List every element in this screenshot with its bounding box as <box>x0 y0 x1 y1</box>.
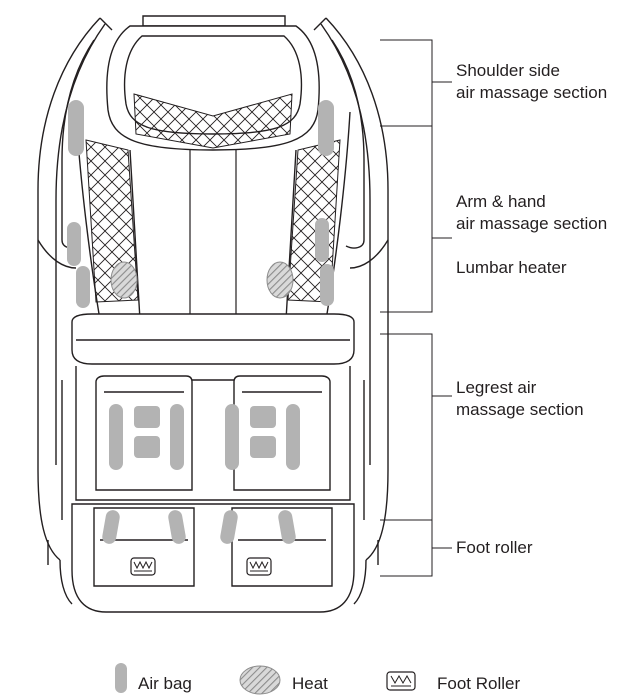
foot-roller-icon <box>386 671 416 691</box>
label-lumbar-heater: Lumbar heater <box>456 257 567 279</box>
air-bag-arm-left-lower <box>76 266 90 308</box>
lumbar-heat-zones <box>110 261 294 299</box>
air-bag-leg-2 <box>170 404 184 470</box>
backrest-mesh-right <box>287 139 341 303</box>
section-brackets <box>380 39 452 577</box>
legend-icons <box>115 663 416 695</box>
headrest-mesh <box>133 93 293 149</box>
bracket-upper <box>380 39 433 313</box>
label-arm-section: Arm & hand air massage section <box>456 191 607 235</box>
label-shoulder-line-1: Shoulder side <box>456 61 560 80</box>
air-bag-foot-4 <box>278 510 296 544</box>
foot-roller-right <box>246 557 272 576</box>
heat-icon <box>239 665 281 695</box>
label-foot-roller: Foot roller <box>456 537 533 559</box>
air-bag-arm-right-upper <box>315 218 329 262</box>
air-bag-icon <box>115 663 127 693</box>
foot-roller-left <box>130 557 156 576</box>
heat-zone-right <box>266 261 294 299</box>
foot-rollers <box>130 557 272 576</box>
air-bag-arm-right-lower <box>320 264 334 306</box>
label-arm-line-2: air massage section <box>456 214 608 233</box>
label-shoulder-section: Shoulder side air massage section <box>456 60 607 104</box>
air-bag-foot-2 <box>168 510 186 544</box>
chair-outline <box>37 15 389 613</box>
legend-label-heat: Heat <box>292 674 328 693</box>
air-bag-leg-pad-3 <box>250 406 276 428</box>
label-legrest-line-2: massage section <box>456 400 584 419</box>
legend-label-foot-roller: Foot Roller <box>437 674 521 693</box>
label-legrest-line-1: Legrest air <box>456 378 537 397</box>
heat-zone-left <box>110 261 138 299</box>
label-arm-line-1: Arm & hand <box>456 192 546 211</box>
legend-label-air-bag: Air bag <box>138 674 192 693</box>
air-bag-leg-3 <box>225 404 239 470</box>
air-bag-arm-left-upper <box>67 222 81 266</box>
air-bag-shoulder-left <box>68 100 84 156</box>
label-legrest-section: Legrest air massage section <box>456 377 584 421</box>
air-bag-leg-1 <box>109 404 123 470</box>
air-bag-leg-pad-2 <box>134 436 160 458</box>
air-bags <box>67 100 334 544</box>
air-bag-leg-4 <box>286 404 300 470</box>
label-lumbar-line-1: Lumbar heater <box>456 258 567 277</box>
label-foot-line-1: Foot roller <box>456 538 533 557</box>
air-bag-shoulder-right <box>318 100 334 156</box>
bracket-lower <box>380 333 433 577</box>
backrest-mesh-left <box>85 139 139 303</box>
air-bag-leg-pad-4 <box>250 436 276 458</box>
label-shoulder-line-2: air massage section <box>456 83 608 102</box>
air-bag-leg-pad-1 <box>134 406 160 428</box>
air-bag-foot-3 <box>220 510 238 544</box>
air-bag-foot-1 <box>102 510 120 544</box>
